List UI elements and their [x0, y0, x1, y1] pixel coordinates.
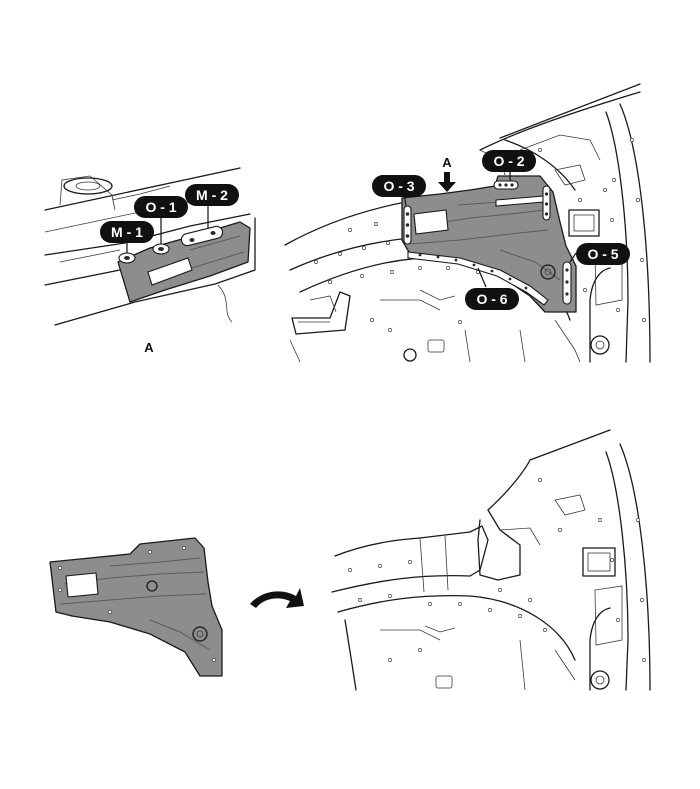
svg-text:O - 3: O - 3	[383, 178, 414, 194]
svg-text:O - 6: O - 6	[476, 291, 507, 307]
callout-o6: O - 6	[465, 288, 519, 310]
svg-text:O - 5: O - 5	[587, 246, 618, 262]
new-part-view	[49, 537, 223, 677]
detail-a-part-opening	[147, 257, 193, 286]
callout-o1: O - 1	[134, 196, 188, 218]
callout-o3: O - 3	[372, 175, 426, 197]
removed-view	[331, 429, 651, 691]
view-arrow-icon	[438, 172, 456, 192]
weld-seam-o6	[407, 251, 549, 306]
svg-text:O - 1: O - 1	[145, 199, 176, 215]
svg-text:M - 1: M - 1	[111, 224, 143, 240]
new-part-opening	[65, 572, 99, 598]
svg-text:O - 2: O - 2	[493, 153, 524, 169]
installed-part-opening	[413, 209, 449, 235]
installed-view: A O - 3 O - 2 O - 5 O - 6	[284, 83, 651, 363]
callout-m2: M - 2	[185, 184, 239, 206]
callout-o2: O - 2	[482, 150, 536, 172]
detail-a-view: M - 1 O - 1 M - 2 A	[44, 167, 256, 355]
install-arrow-icon	[250, 588, 304, 608]
detail-a-label: A	[144, 340, 154, 355]
callout-m1: M - 1	[100, 221, 154, 243]
new-part	[49, 537, 223, 677]
view-arrow-label: A	[442, 155, 452, 170]
svg-text:M - 2: M - 2	[196, 187, 228, 203]
callout-o5: O - 5	[576, 243, 630, 265]
